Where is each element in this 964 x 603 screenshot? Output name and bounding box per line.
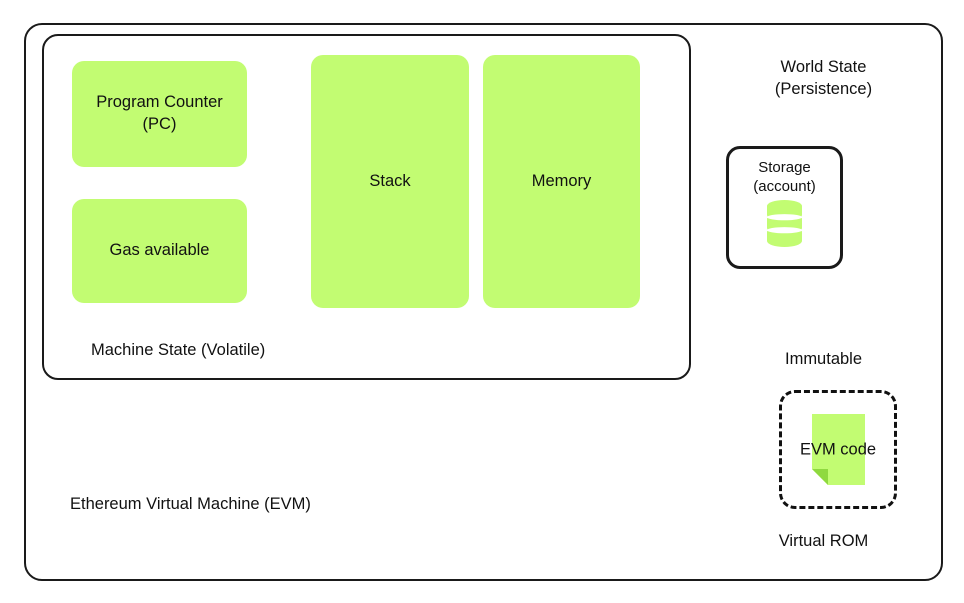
stack-node: Stack — [311, 55, 469, 308]
memory-label: Memory — [531, 171, 592, 190]
virtual-rom-label: Virtual ROM — [778, 532, 869, 550]
program-counter-label: Program Counter (PC) — [96, 93, 223, 133]
gas-available-label: Gas available — [109, 241, 210, 260]
virtual-rom-container: EVM code — [779, 390, 897, 509]
database-icon — [764, 200, 805, 252]
virtual-rom-content: EVM code — [782, 393, 894, 506]
storage-account-container: Storage (account) — [726, 146, 843, 269]
world-state-label: World State (Persistence) — [774, 58, 873, 99]
document-page-icon — [811, 414, 865, 485]
evm-label: Ethereum Virtual Machine (EVM) — [70, 495, 311, 513]
storage-content: Storage (account) — [729, 149, 840, 266]
machine-state-label: Machine State (Volatile) — [91, 341, 266, 359]
program-counter-node: Program Counter (PC) — [72, 61, 247, 167]
memory-node: Memory — [483, 55, 640, 308]
evm-code-label: EVM code — [799, 440, 877, 458]
stack-label: Stack — [369, 171, 411, 190]
immutable-label: Immutable — [784, 350, 863, 368]
gas-available-node: Gas available — [72, 199, 247, 303]
storage-caption: Storage (account) — [753, 159, 816, 196]
